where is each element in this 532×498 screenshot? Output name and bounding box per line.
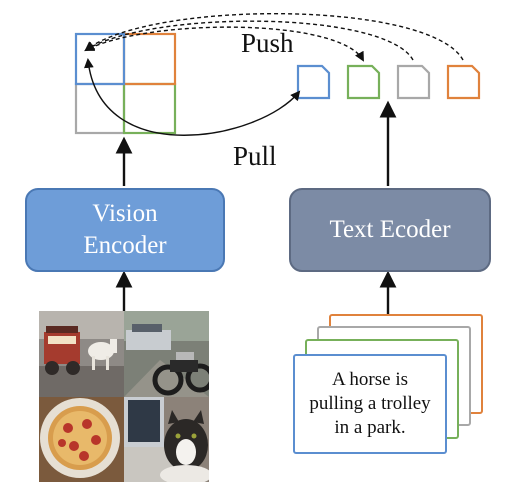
vision-encoder-line2: Encoder xyxy=(83,232,167,259)
embedding-cell-green xyxy=(122,82,177,135)
horse-trolley-photo xyxy=(39,311,124,397)
caption-line1: A horse is xyxy=(332,369,408,391)
motorcycle-photo xyxy=(124,311,209,397)
embedding-cell-gray xyxy=(74,82,126,135)
caption-line3: in a park. xyxy=(334,416,406,438)
push-label: Push xyxy=(241,28,294,58)
vision-encoder-box: Vision Encoder xyxy=(25,188,225,272)
push-arrows xyxy=(84,12,464,62)
text-embeddings xyxy=(296,64,481,100)
text-embedding-gray xyxy=(396,64,431,100)
text-embedding-blue xyxy=(296,64,331,100)
embedding-cell-orange xyxy=(122,32,177,86)
text-encoder-box: Text Ecoder xyxy=(289,188,491,272)
pull-arrow xyxy=(83,58,301,136)
text-encoder-label: Text Ecoder xyxy=(329,216,451,243)
text-embedding-orange xyxy=(446,64,481,100)
vision-encoder-line1: Vision xyxy=(92,200,158,227)
image-embedding-grid xyxy=(74,32,177,135)
image-collage xyxy=(39,311,209,482)
cat-laptop-photo xyxy=(124,397,209,482)
pizza-photo xyxy=(39,397,124,482)
photo-collage-art xyxy=(39,311,209,482)
caption-line2: pulling a trolley xyxy=(309,393,431,415)
pull-label: Pull xyxy=(233,141,277,171)
embedding-cell-blue xyxy=(74,32,126,86)
caption-card-blue: A horse is pulling a trolley in a park. xyxy=(293,354,447,454)
text-embedding-green xyxy=(346,64,381,100)
